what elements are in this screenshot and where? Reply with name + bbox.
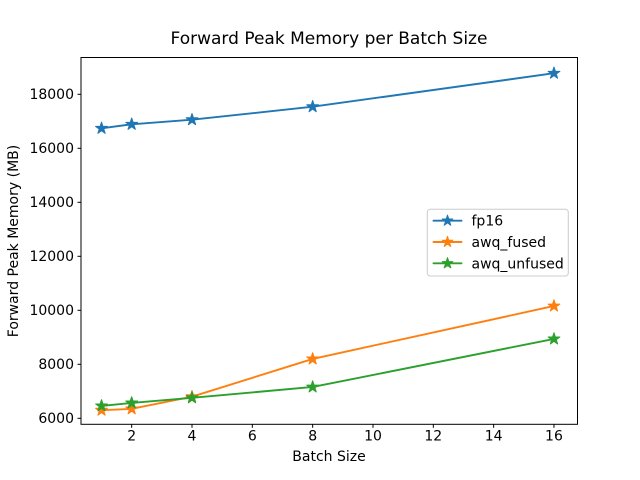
legend-label-awq_fused: awq_fused bbox=[472, 235, 547, 251]
y-tick-label: 6000 bbox=[38, 411, 74, 427]
marker-awq_fused-x8 bbox=[306, 352, 320, 365]
marker-fp16-x1 bbox=[95, 121, 108, 134]
marker-awq_unfused-x8 bbox=[306, 380, 320, 393]
y-tick-label: 18000 bbox=[29, 87, 74, 103]
y-tick-label: 8000 bbox=[38, 357, 74, 373]
x-tick-label: 4 bbox=[188, 429, 197, 445]
y-tick-label: 14000 bbox=[29, 195, 74, 211]
x-tick-label: 6 bbox=[248, 429, 257, 445]
marker-fp16-x2 bbox=[125, 117, 139, 130]
legend-swatch-marker-awq_fused bbox=[441, 235, 454, 248]
legend-swatch-marker-awq_unfused bbox=[441, 257, 454, 269]
x-tick-label: 14 bbox=[485, 429, 503, 445]
marker-awq_unfused-x4 bbox=[185, 391, 199, 404]
x-tick-label: 10 bbox=[364, 429, 382, 445]
plot-render-root: 2 4 6 8 10 12 14 16 6000 8000 10000 12000 14000 16000… bbox=[29, 57, 578, 445]
chart-title: Forward Peak Memory per Batch Size bbox=[171, 29, 488, 49]
marker-awq_unfused-x2 bbox=[125, 396, 139, 409]
marker-fp16-x8 bbox=[306, 100, 320, 113]
y-tick-label: 10000 bbox=[29, 303, 74, 319]
marker-fp16-x16 bbox=[547, 66, 561, 79]
legend-label-awq_unfused: awq_unfused bbox=[472, 256, 564, 272]
y-axis-label: Forward Peak Memory (MB) bbox=[6, 145, 22, 337]
x-tick-label: 2 bbox=[127, 429, 136, 445]
marker-awq_unfused-x1 bbox=[95, 399, 108, 412]
marker-awq_fused-x2 bbox=[125, 402, 139, 415]
marker-awq_fused-x1 bbox=[95, 403, 108, 416]
legend-swatch-marker-fp16 bbox=[441, 214, 454, 226]
x-axis-label: Batch Size bbox=[292, 449, 365, 465]
marker-awq_fused-x16 bbox=[547, 299, 561, 312]
marker-fp16-x4 bbox=[185, 112, 199, 126]
x-tick-label: 8 bbox=[308, 429, 317, 445]
legend-box bbox=[426, 208, 569, 277]
y-tick-label: 12000 bbox=[29, 249, 74, 265]
x-tick-label: 12 bbox=[424, 429, 442, 445]
y-tick-label: 16000 bbox=[29, 141, 74, 157]
marker-awq_unfused-x16 bbox=[547, 332, 561, 345]
x-tick-label: 16 bbox=[545, 429, 563, 445]
legend-label-fp16: fp16 bbox=[472, 214, 504, 230]
